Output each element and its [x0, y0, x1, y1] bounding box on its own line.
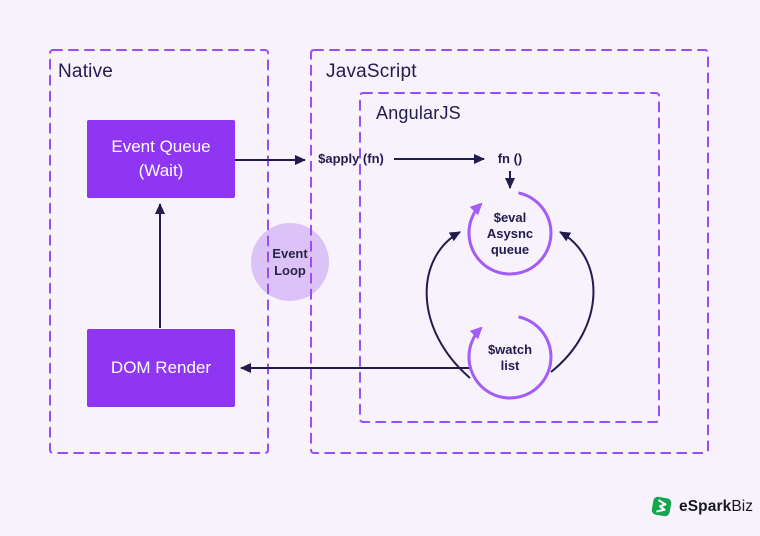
event-loop-label-line1: Event	[272, 246, 308, 261]
logo-text-bold: eSpark	[679, 497, 732, 515]
apply-fn-label: $apply (fn)	[318, 151, 384, 166]
dom-render-node: DOM Render	[87, 329, 235, 407]
watch-list-label: $watch list	[468, 342, 552, 374]
eval-label-line3: queue	[490, 242, 530, 257]
eval-label-line2: Asysnc	[486, 226, 534, 241]
eval-label-line1: $eval	[493, 210, 527, 225]
watch-label-line2: list	[500, 358, 520, 373]
event-loop-label-line2: Loop	[274, 263, 306, 278]
event-loop-label: Event Loop	[252, 245, 328, 279]
logo-text-regular: Biz	[731, 497, 754, 515]
arc-watch-to-eval-right	[550, 231, 595, 373]
esparkbiz-logo-text: eSparkBiz	[679, 498, 753, 516]
event-queue-node: Event Queue (Wait)	[87, 120, 235, 198]
esparkbiz-logo-icon	[651, 496, 672, 517]
javascript-title: JavaScript	[326, 61, 417, 82]
native-title: Native	[58, 61, 114, 82]
eval-async-queue-label: $eval Asysnc queue	[468, 210, 552, 258]
watch-label-line1: $watch	[487, 342, 533, 357]
dom-render-label: DOM Render	[110, 358, 212, 377]
fn-label: fn ()	[497, 151, 523, 166]
arc-watch-to-eval-left	[425, 231, 471, 379]
event-queue-label-line1: Event Queue	[111, 137, 211, 156]
esparkbiz-logo: eSparkBiz	[650, 495, 753, 518]
angularjs-title: AngularJS	[376, 103, 461, 123]
event-queue-label-line2: (Wait)	[138, 161, 184, 180]
